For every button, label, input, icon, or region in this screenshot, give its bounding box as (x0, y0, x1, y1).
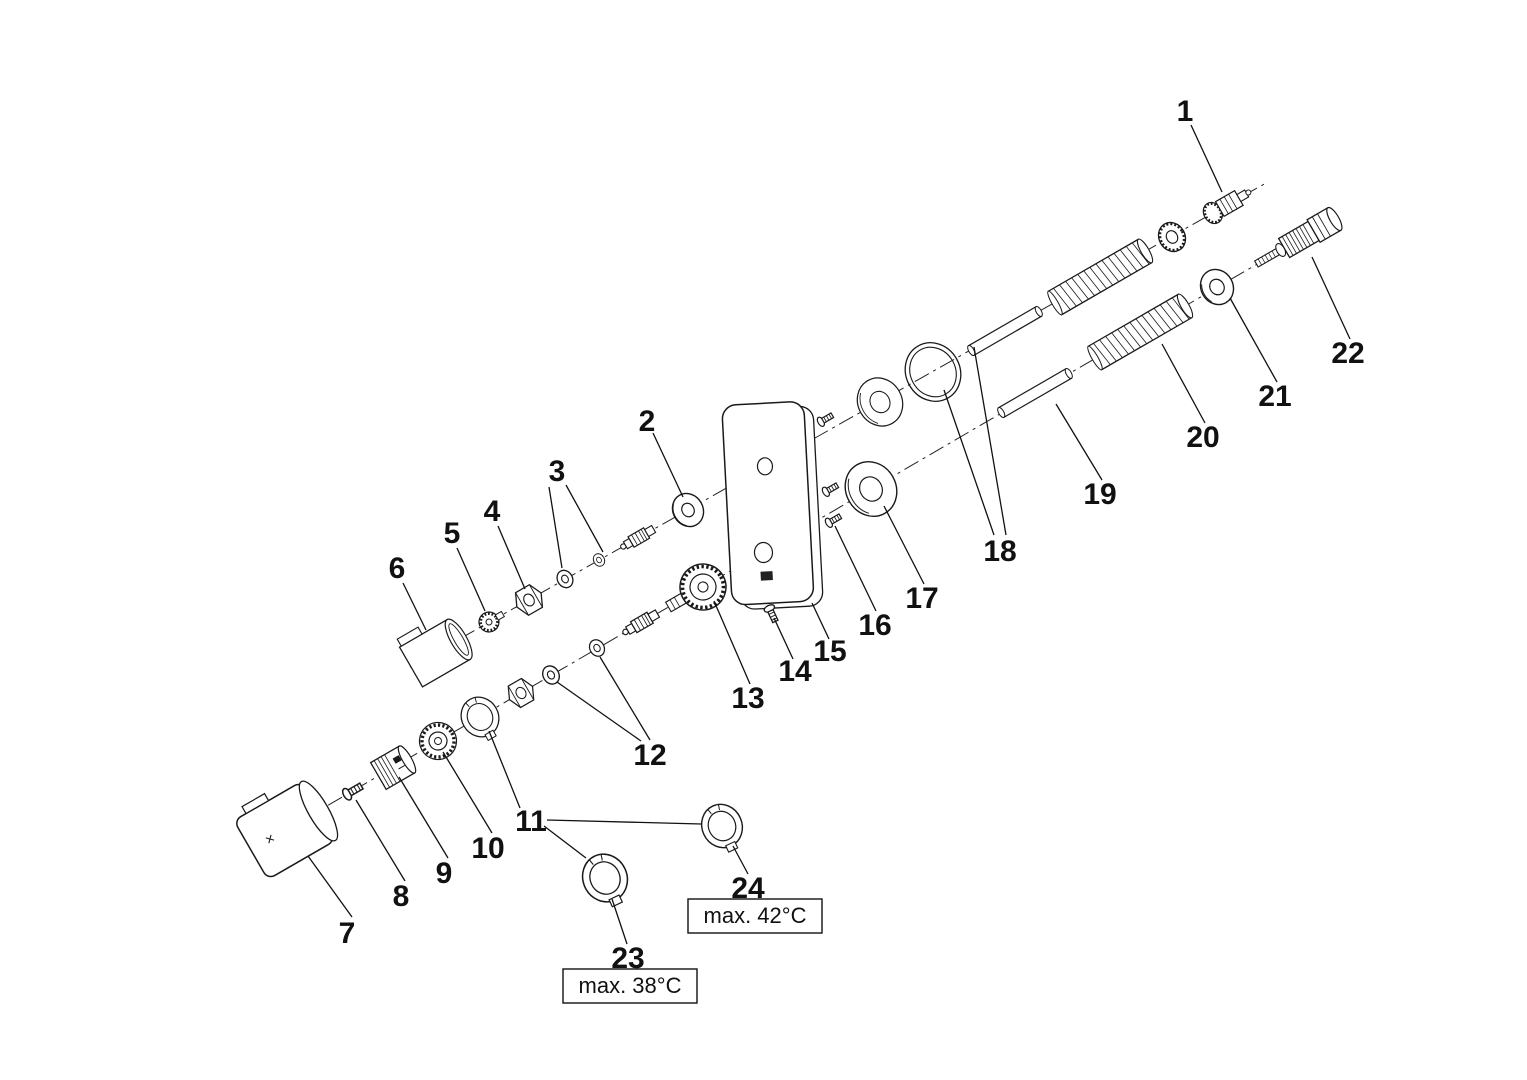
annotation-text-38: max. 38°C (579, 973, 682, 998)
handle-tab (241, 792, 270, 815)
part-8-screw (340, 779, 366, 803)
annotation-max-42: max. 42°C (687, 898, 823, 934)
part-label-7: 7 (339, 917, 356, 950)
upper-spindle (617, 523, 658, 554)
part-number-labels: 1 2 3 4 5 6 7 8 9 10 11 12 13 14 15 16 1… (339, 95, 1365, 975)
part-label-10: 10 (471, 832, 504, 865)
part-label-15: 15 (813, 635, 846, 668)
part-label-17: 17 (905, 582, 938, 615)
upper-extension-tube (965, 304, 1045, 358)
plate-cutout (760, 571, 773, 581)
part-label-11: 11 (515, 805, 547, 838)
part-1-cartridge (1202, 189, 1252, 225)
part-label-8: 8 (393, 880, 410, 913)
part-label-1: 1 (1177, 95, 1194, 128)
part-13-mixer-knob (664, 563, 727, 613)
part-2-flange (671, 492, 705, 528)
part-16-screw-a (815, 410, 836, 429)
part-label-4: 4 (484, 495, 501, 528)
annotation-text-42: max. 42°C (704, 903, 807, 928)
adapter-ring (1152, 216, 1192, 258)
part-label-19: 19 (1083, 478, 1116, 511)
part-label-16: 16 (858, 609, 891, 642)
part-22-cartridge (1253, 206, 1343, 268)
part-15-cover-plate (721, 401, 824, 610)
part-3-washer-a (553, 566, 577, 592)
part-label-22: 22 (1331, 337, 1364, 370)
part-label-20: 20 (1186, 421, 1219, 454)
part-4-hex-nut (509, 581, 549, 619)
lower-spindle (619, 607, 662, 640)
part-16-screw-b (820, 480, 841, 499)
part-label-21: 21 (1258, 380, 1291, 413)
lower-hex-nut (502, 675, 540, 711)
leader-lines (307, 124, 1351, 945)
part-3-washer-b (590, 551, 608, 569)
part-7-handle (236, 780, 339, 878)
annotation-box-38 (562, 968, 698, 1004)
part-6-sleeve-cylinder (396, 618, 473, 688)
part-24-stop-ring-42 (693, 796, 753, 860)
part-label-3: 3 (549, 455, 566, 488)
part-18-o-ring (893, 331, 973, 413)
part-19-extension-tube (995, 366, 1075, 420)
handle-mark (265, 834, 275, 844)
part-10-knurled-wheel (411, 714, 465, 768)
upper-escutcheon-ring (848, 369, 912, 435)
part-11-stop-ring (453, 689, 509, 748)
annotation-max-38: max. 38°C (562, 968, 698, 1004)
part-16-screw-c (823, 511, 844, 530)
part-9-cartridge-head (369, 745, 417, 791)
part-label-13: 13 (731, 682, 764, 715)
part-label-5: 5 (444, 517, 461, 550)
part-label-6: 6 (389, 552, 406, 585)
plate-upper-hole (756, 457, 774, 476)
part-label-9: 9 (436, 857, 453, 890)
annotation-box-42 (687, 898, 823, 934)
part-12-washer-b (585, 636, 609, 660)
part-17-escutcheon (834, 451, 908, 527)
upper-threaded-sleeve (1044, 236, 1156, 317)
part-label-14: 14 (778, 655, 812, 688)
part-label-12: 12 (633, 739, 666, 772)
part-20-threaded-sleeve (1084, 291, 1196, 372)
plate-lower-hole (753, 541, 774, 564)
part-5-gear (473, 603, 510, 638)
part-label-2: 2 (639, 405, 656, 438)
part-label-18: 18 (983, 535, 1016, 568)
